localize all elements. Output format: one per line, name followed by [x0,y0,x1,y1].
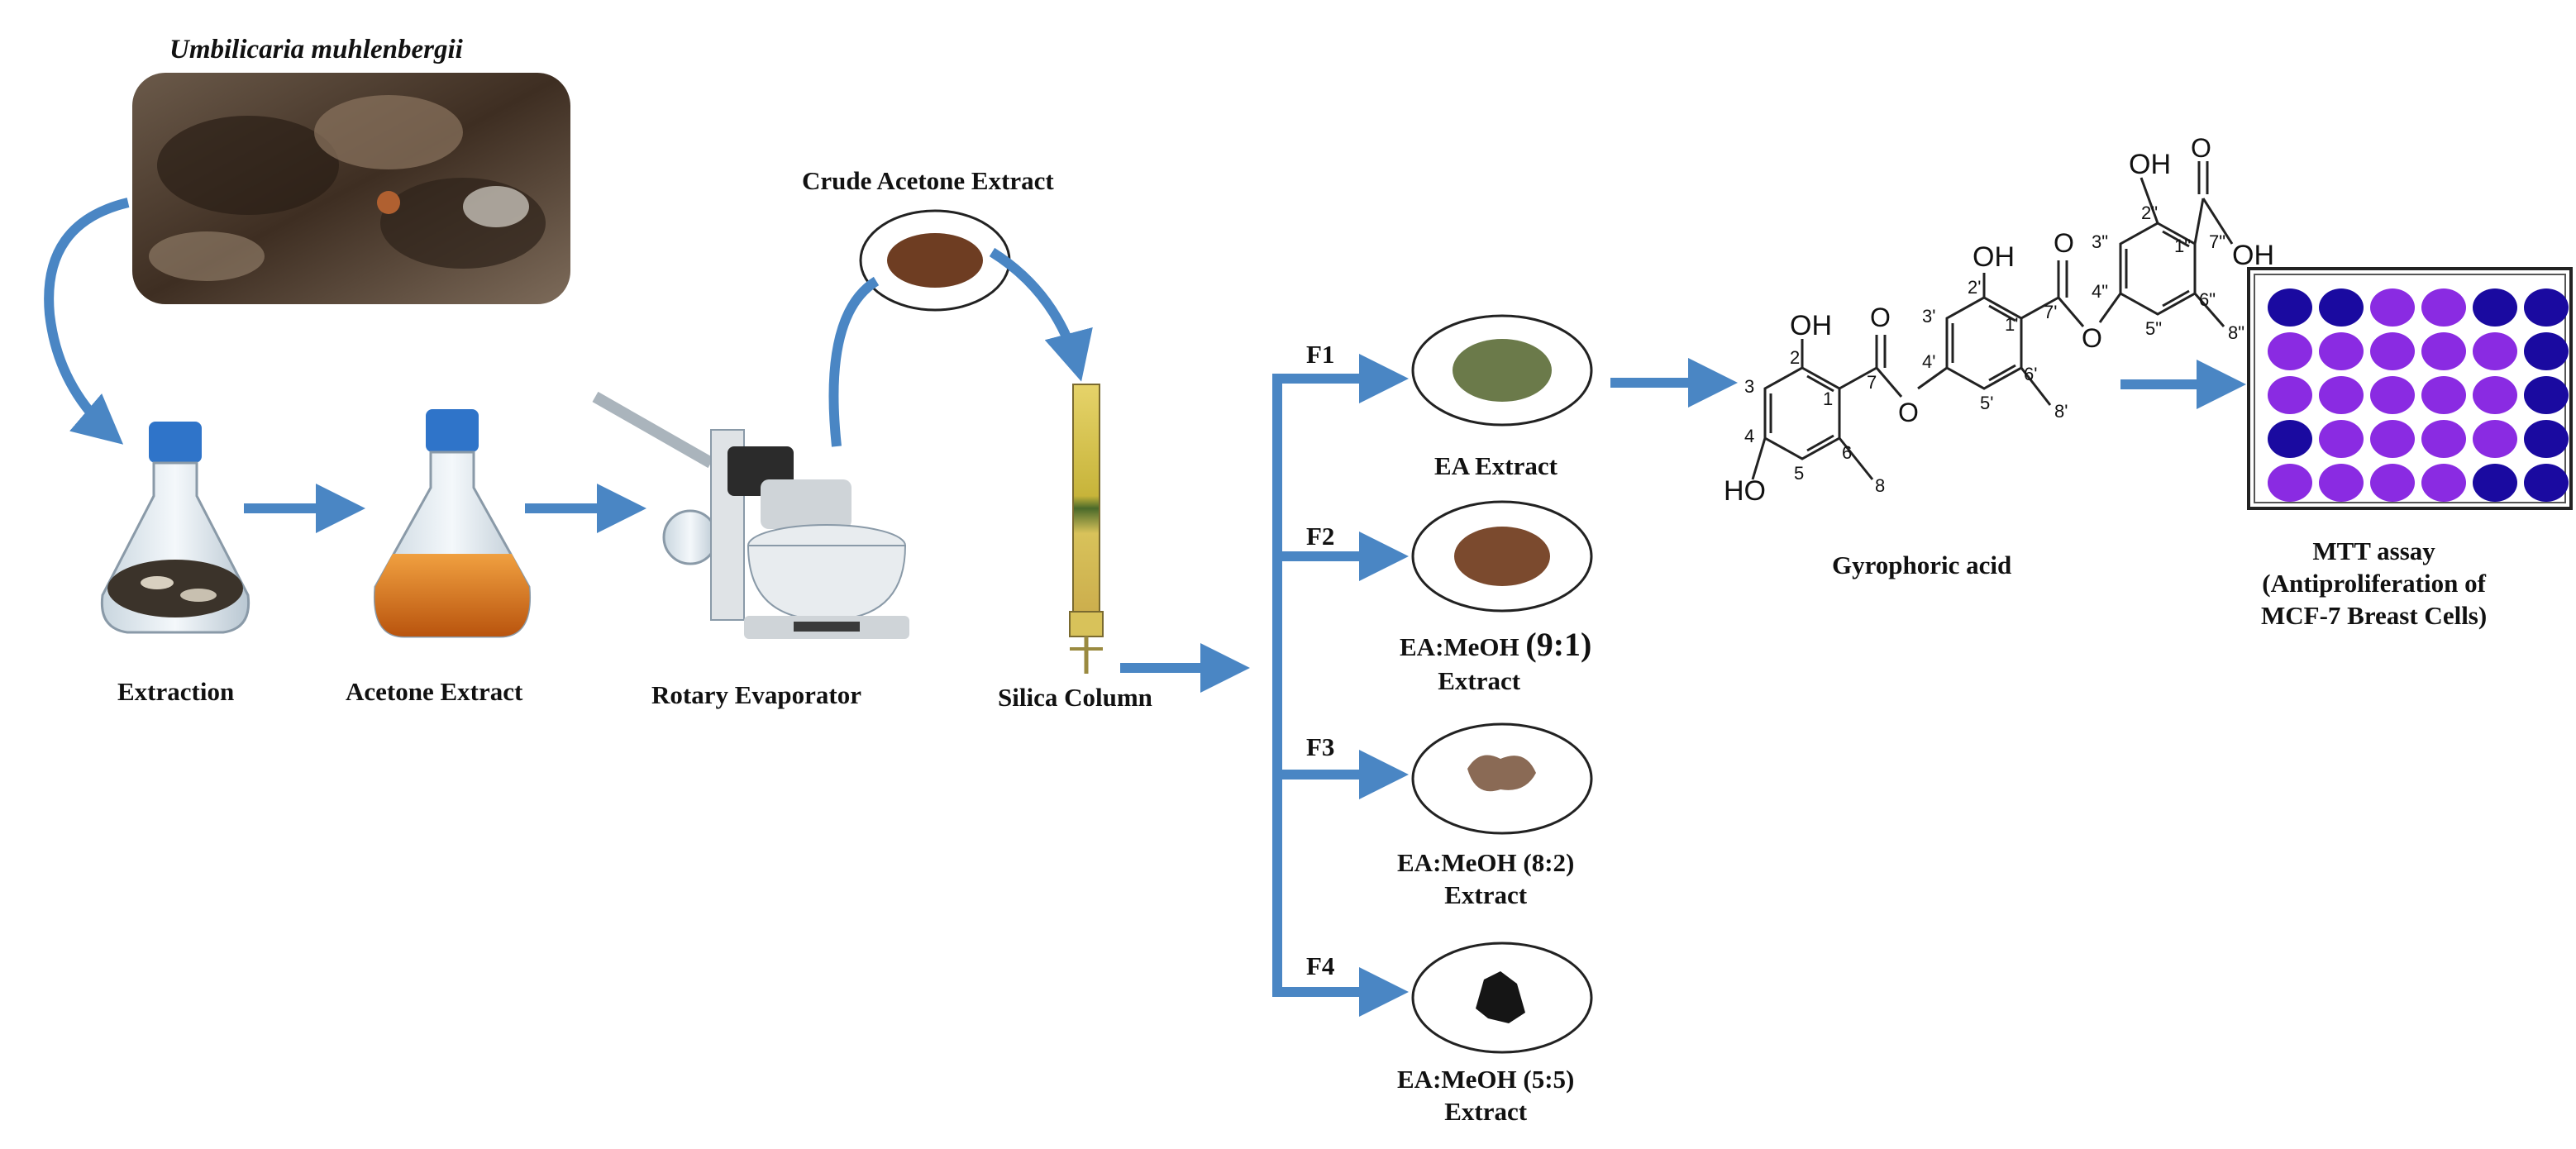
well [2268,420,2312,458]
svg-text:7: 7 [1867,372,1877,393]
fraction-id-f3: F3 [1306,732,1335,761]
svg-text:6: 6 [1842,442,1852,463]
species-label: Umbilicaria muhlenbergii [169,35,463,64]
svg-text:2": 2" [2141,203,2158,223]
well [2370,376,2415,414]
well [2421,420,2466,458]
assay-label: MTT assay (Antiproliferation of MCF-7 Br… [2261,536,2488,630]
well [2473,420,2517,458]
silica-column [1069,384,1104,674]
atom-label: OH [2129,149,2171,180]
mtt-well-plate [2247,267,2573,510]
arrow-crude-to-column [989,247,1093,382]
fraction-dish-f2 [1411,500,1593,613]
extraction-label: Extraction [117,677,235,706]
svg-text:5": 5" [2145,318,2162,339]
svg-text:7': 7' [2044,302,2057,322]
fraction-id-f1: F1 [1306,340,1335,369]
svg-text:1: 1 [1823,389,1833,409]
well [2319,420,2364,458]
atom-label: O [2191,133,2211,163]
well [2370,420,2415,458]
well [2319,464,2364,502]
fraction-dish-f3 [1411,722,1593,835]
atom-label: O [1898,398,1919,427]
well [2421,332,2466,370]
well [2473,464,2517,502]
svg-text:8': 8' [2054,401,2068,422]
fraction-dish-f4 [1411,942,1593,1054]
rotary-evaporator-label: Rotary Evaporator [651,680,861,709]
svg-text:5: 5 [1794,463,1804,484]
svg-text:2: 2 [1790,347,1800,368]
well [2370,464,2415,502]
atom-label: OH [1790,310,1832,341]
fraction-label-f4: EA:MeOH (5:5) Extract [1397,1065,1575,1126]
atom-label: O [2082,323,2102,353]
lichen-photo [132,73,570,304]
well [2421,464,2466,502]
arrow-lichen-to-flask [44,198,130,445]
well [2421,288,2466,327]
svg-text:3: 3 [1744,376,1754,397]
well [2524,376,2569,414]
atom-label: OH [1973,241,2015,273]
well [2370,332,2415,370]
svg-text:7": 7" [2209,231,2225,252]
atom-label: HO [1724,475,1766,507]
svg-text:4': 4' [1922,351,1935,372]
extraction-flask [100,422,250,634]
fraction-label-f2: EA:MeOH (9:1) Extract [1400,626,1592,695]
svg-text:6': 6' [2024,364,2037,384]
svg-text:2': 2' [1968,277,1981,298]
well [2319,332,2364,370]
well [2524,464,2569,502]
fraction-label-f3: EA:MeOH (8:2) Extract [1397,848,1575,909]
well [2268,464,2312,502]
well [2524,420,2569,458]
fraction-id-f4: F4 [1306,951,1335,980]
well [2268,288,2312,327]
atom-label: OH [2232,240,2274,271]
well [2319,376,2364,414]
rotary-evaporator [592,391,909,639]
atom-label: O [2054,228,2074,258]
svg-text:3": 3" [2092,231,2108,252]
gyrophoric-acid-labels: OH HO O O OH O O OH O OH 2 3 4 5 6 1 7 8… [1724,133,2274,507]
svg-text:8: 8 [1875,475,1885,496]
well [2473,332,2517,370]
fraction-label-f1: EA Extract [1434,451,1558,480]
well [2473,376,2517,414]
arrow-rotavap-to-crude [828,276,880,447]
svg-text:3': 3' [1922,306,1935,327]
acetone-flask [373,409,532,638]
well [2370,288,2415,327]
well [2473,288,2517,327]
well [2524,288,2569,327]
silica-column-label: Silica Column [998,683,1152,712]
compound-name: Gyrophoric acid [1832,551,2012,579]
well [2319,288,2364,327]
atom-label: O [1870,303,1891,332]
fraction-id-f2: F2 [1306,522,1335,551]
svg-text:8": 8" [2228,322,2244,343]
acetone-extract-label: Acetone Extract [346,677,523,706]
well [2268,376,2312,414]
svg-text:6": 6" [2199,289,2216,310]
svg-text:5': 5' [1980,393,1993,413]
well [2524,332,2569,370]
gyrophoric-acid-structure [1751,161,2234,480]
fraction-dish-f1 [1411,314,1593,427]
flow-arrows [44,198,2246,1017]
well [2268,332,2312,370]
ratio-9-1: (9:1) [1525,626,1592,663]
crude-extract-dish [859,209,1011,312]
svg-text:1': 1' [2005,314,2018,335]
svg-text:4": 4" [2092,281,2108,302]
crude-extract-label: Crude Acetone Extract [802,166,1054,195]
svg-text:1": 1" [2174,236,2191,256]
well [2421,376,2466,414]
svg-text:4: 4 [1744,426,1754,446]
